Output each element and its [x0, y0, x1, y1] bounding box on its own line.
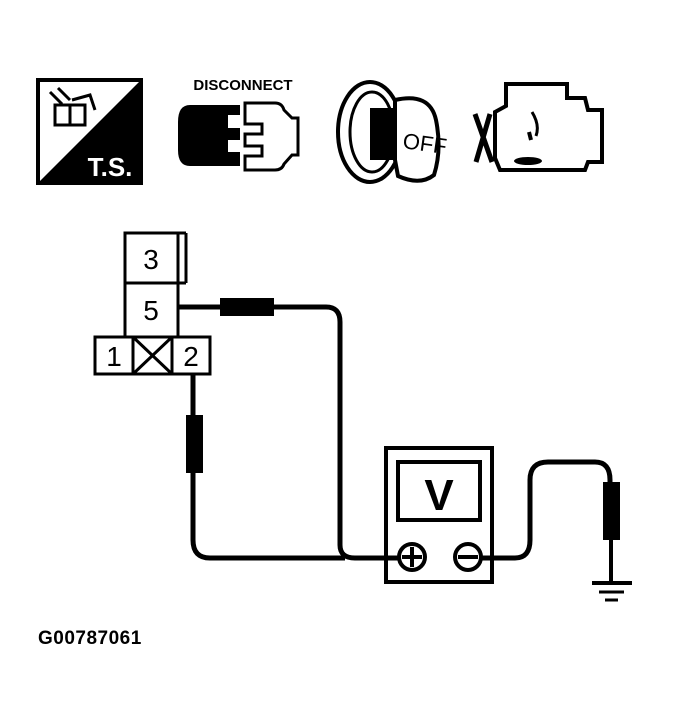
terminal-2-label: 2	[183, 341, 199, 372]
disconnect-connector-icon: DISCONNECT	[178, 77, 300, 172]
positive-lead-wire	[178, 304, 398, 561]
ground-lead-wire	[481, 459, 613, 561]
terminal-3-label: 3	[143, 244, 159, 275]
positive-terminal[interactable]	[397, 542, 427, 572]
ignition-key-off-icon: OFF	[336, 80, 448, 184]
engine-off-icon	[472, 82, 604, 172]
voltmeter: V	[384, 446, 494, 584]
ground-symbol-icon	[592, 581, 632, 602]
disconnect-label: DISCONNECT	[193, 77, 292, 94]
probe-on-terminal-2	[186, 415, 203, 473]
negative-terminal[interactable]	[453, 542, 483, 572]
ground-probe	[603, 482, 620, 540]
terminal-5-label: 5	[143, 295, 159, 326]
voltmeter-display: V	[424, 471, 454, 520]
test-symbol-icon: T.S.	[36, 78, 143, 185]
off-label: OFF	[401, 128, 448, 159]
terminal-1-label: 1	[106, 341, 122, 372]
ts-label: T.S.	[88, 152, 133, 182]
terminal-2-lead-wire	[190, 374, 345, 561]
connector-block	[93, 231, 212, 376]
probe-on-terminal-5	[220, 298, 274, 316]
figure-id: G00787061	[38, 628, 142, 649]
